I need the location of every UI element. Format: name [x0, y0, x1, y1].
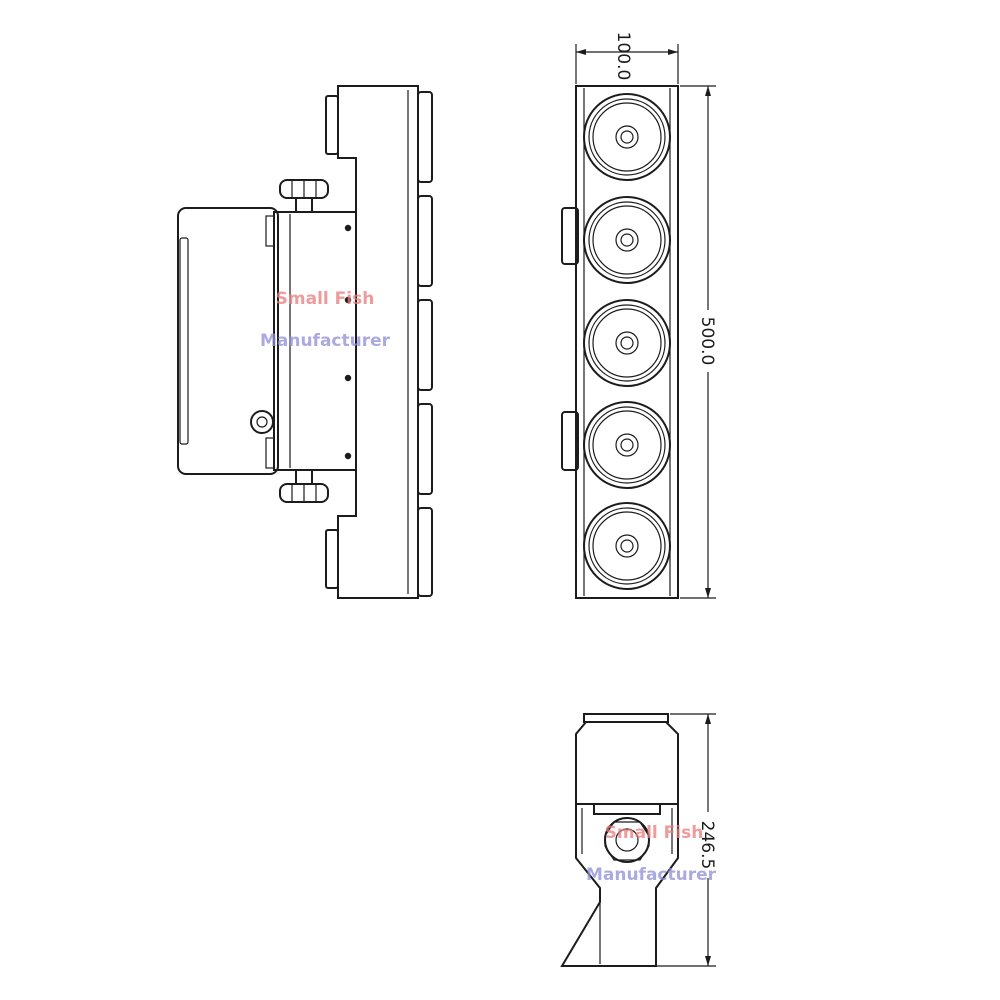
dimension-height: 246.5 [656, 713, 717, 967]
front-side-tab-2 [561, 411, 579, 471]
watermark-line1: Small Fish [605, 823, 704, 843]
width-label: 100.0 [613, 32, 633, 81]
lens-3 [583, 299, 671, 387]
side-bump-2 [417, 195, 433, 287]
dimension-width: 100.0 [575, 32, 679, 84]
end-knob-inner [615, 828, 639, 852]
knob-bottom-stem [295, 469, 313, 485]
lens-2 [583, 196, 671, 284]
lens-1 [583, 93, 671, 181]
mount-bracket [273, 211, 357, 471]
watermark-line1: Small Fish [276, 289, 375, 309]
watermark-line2: Manufacturer [260, 331, 391, 351]
lens-5 [583, 502, 671, 590]
height-label: 246.5 [697, 821, 717, 870]
side-tab-bottom [325, 529, 339, 589]
bracket-screw-1 [344, 224, 352, 232]
side-bump-3 [417, 299, 433, 391]
cable-gland-inner [256, 416, 268, 428]
lens-4 [583, 401, 671, 489]
knob-top-stem [295, 197, 313, 213]
front-side-tab-1 [561, 207, 579, 265]
end-bracket-plate [593, 803, 661, 815]
dimension-length: 500.0 [680, 85, 717, 599]
bracket-screw-3 [344, 374, 352, 382]
driver-box-clip-2 [265, 437, 275, 469]
cable-gland-outer [250, 410, 274, 434]
watermark-line2: Manufacturer [586, 865, 717, 885]
front-view: 100.0 500.0 [561, 32, 717, 599]
side-bump-5 [417, 507, 433, 597]
end-view: 246.5 Small Fish Manufacturer [560, 713, 717, 967]
side-bump-1 [417, 91, 433, 183]
end-yoke [560, 804, 679, 967]
side-tab-top [325, 95, 339, 155]
side-view: Small Fish Manufacturer [177, 85, 433, 599]
length-label: 500.0 [697, 317, 717, 366]
end-cap [583, 713, 669, 723]
end-knob-hex [604, 821, 650, 861]
front-housing [575, 85, 679, 599]
bracket-screw-4 [344, 452, 352, 460]
side-bump-4 [417, 403, 433, 495]
end-housing [575, 721, 679, 805]
driver-box-label-strip [179, 237, 189, 445]
bracket-screw-2 [344, 296, 352, 304]
driver-box-clip-1 [265, 215, 275, 247]
